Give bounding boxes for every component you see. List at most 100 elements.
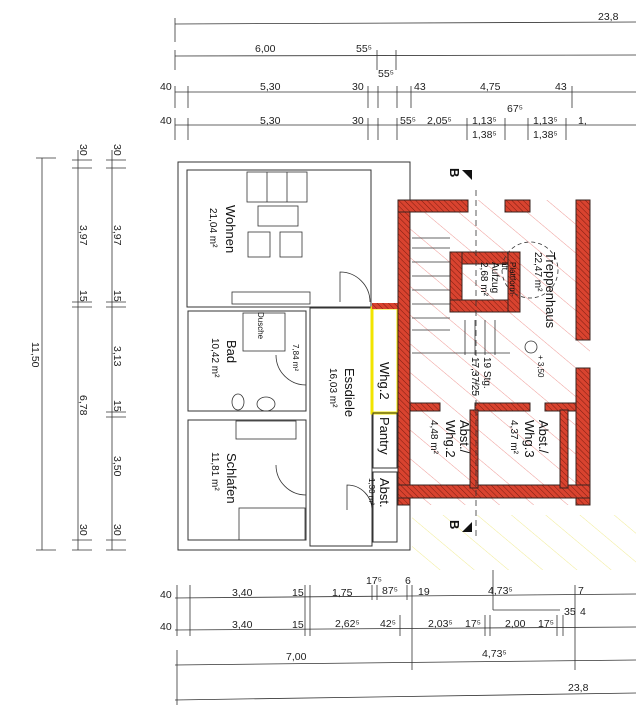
room-area-treppenhaus: 22,47 m²: [532, 252, 543, 292]
dim: 30: [352, 81, 364, 93]
dim: 1,75: [332, 587, 353, 599]
room-label-abst-whg2: Abst./: [457, 420, 472, 454]
room-label-bad: Bad: [224, 340, 239, 363]
dim: 67⁵: [507, 103, 523, 115]
dim: 17⁵: [366, 575, 382, 587]
dim-total-top: 23,8: [598, 11, 619, 23]
dim: 7: [578, 585, 584, 597]
dim: 3,50: [111, 456, 123, 477]
room-area-bad: 10,42 m²: [209, 338, 220, 378]
dim-total-bottom: 23,8: [568, 682, 589, 694]
room-area-schlafen: 11,81 m²: [209, 452, 220, 491]
room-label-pantry: Pantry: [377, 417, 392, 455]
whg2-label: Whg.2: [377, 362, 392, 400]
dim: 87⁵: [382, 585, 398, 597]
room-abst: [372, 471, 398, 543]
dim: 5,30: [260, 115, 281, 127]
stairs: [412, 190, 559, 540]
dim: 3,40: [232, 619, 253, 631]
dim: 1,: [578, 115, 587, 127]
section-marker-top: B: [447, 168, 462, 177]
dim: 55⁵: [378, 68, 394, 80]
bottom-dimensions: 40 3,40 15 1,75 17⁵ 87⁵ 6 19 4,73⁵ 7 40 …: [160, 570, 636, 705]
room-area-wohnen: 21,04 m²: [207, 208, 218, 248]
room-bad: [187, 310, 307, 412]
dim: 43: [414, 81, 426, 93]
room-label-wohnen: Wohnen: [223, 205, 238, 253]
dim: 1,13⁵: [472, 115, 497, 127]
left-dimensions: 11,50 30 3,97 15 6,78 30 30 3,97 15 3,13…: [29, 144, 126, 551]
lift-label: lift: [500, 262, 509, 271]
dim: 1,38⁵: [472, 129, 497, 141]
dim: 40: [160, 115, 172, 127]
dim: 30: [77, 144, 89, 156]
room-label-abst: Abst.: [377, 478, 392, 508]
dim: 30: [111, 524, 123, 536]
lift-label: Aufzug: [489, 262, 500, 293]
stair-core: Treppenhaus 22,47 m² + 3,50 Plattform- l…: [397, 168, 636, 570]
sub-area: 7,84 m²: [291, 344, 300, 371]
dim: 19: [418, 586, 430, 598]
room-label-schlafen: Schlafen: [224, 453, 239, 504]
dim: 3,97: [77, 225, 89, 246]
dim: 4,75: [480, 81, 501, 93]
room-label-abst-whg3: Abst./: [536, 420, 551, 454]
dim: 55⁵: [356, 43, 372, 55]
dim: 55⁵: [400, 115, 416, 127]
dim: 5,30: [260, 81, 281, 93]
lift-area: 2,68 m²: [478, 262, 489, 297]
room-label-treppenhaus: Treppenhaus: [543, 252, 558, 329]
dim: 3,40: [232, 587, 253, 599]
dim: 17⁵: [538, 618, 554, 630]
dim: 2,62⁵: [335, 618, 360, 630]
dim: 4,73⁵: [482, 648, 507, 660]
dim: 2,03⁵: [428, 618, 453, 630]
dim: 30: [111, 144, 123, 156]
lift-label: Plattform-: [508, 262, 517, 297]
dim: 40: [160, 589, 172, 601]
section-arrow-icon: [462, 170, 472, 180]
dim: 15: [111, 290, 123, 302]
room-label-abst-whg2: Whg.2: [443, 420, 458, 458]
stairs-label: 19 Stg.: [481, 357, 492, 389]
dim: 4: [580, 606, 586, 618]
room-schlafen: [187, 419, 307, 541]
dim: 40: [160, 81, 172, 93]
room-area-abst-whg2: 4,48 m²: [428, 420, 439, 455]
room-area-essdiele: 16,03 m²: [327, 368, 338, 408]
apartment-whg2: Wohnen 21,04 m² Bad 10,42 m² Dusche 7,84…: [177, 161, 411, 551]
level-label: + 3,50: [536, 355, 545, 378]
dim: 2,05⁵: [427, 115, 452, 127]
dim: 1,13⁵: [533, 115, 558, 127]
dim: 15: [292, 619, 304, 631]
dim: 3,97: [111, 225, 123, 246]
dim: 6: [405, 575, 411, 587]
dim: 6,00: [255, 43, 276, 55]
dim: 7,00: [286, 651, 307, 663]
dim: 15: [111, 400, 123, 412]
top-dimensions: 23,8 6,00 55⁵ 40 5,30 30 55⁵ 43 4,75 43 …: [160, 11, 636, 141]
room-label-essdiele: Essdiele: [342, 368, 357, 417]
room-area-abst: 1,30 m²: [367, 478, 376, 505]
dim: 2,00: [505, 618, 526, 630]
dim: 3,13: [111, 346, 123, 367]
furniture: [231, 171, 373, 541]
dim: 30: [77, 524, 89, 536]
dim: 42⁵: [380, 618, 396, 630]
dim: 30: [352, 115, 364, 127]
dim: 17⁵: [465, 618, 481, 630]
stairs-label: 17,37/25: [469, 357, 480, 396]
dim: 15: [77, 290, 89, 302]
dim: 1,38⁵: [533, 129, 558, 141]
dim: 15: [292, 587, 304, 599]
dim: 35: [564, 606, 576, 618]
dim: 43: [555, 81, 567, 93]
section-marker-bottom: B: [447, 520, 462, 529]
dim: 4,73⁵: [488, 585, 513, 597]
room-pantry: [372, 412, 398, 469]
dim: 6,78: [77, 395, 89, 416]
room-area-abst-whg3: 4,37 m²: [508, 420, 519, 455]
section-arrow-icon: [462, 522, 472, 532]
room-label-abst-whg3: Whg.3: [522, 420, 537, 458]
